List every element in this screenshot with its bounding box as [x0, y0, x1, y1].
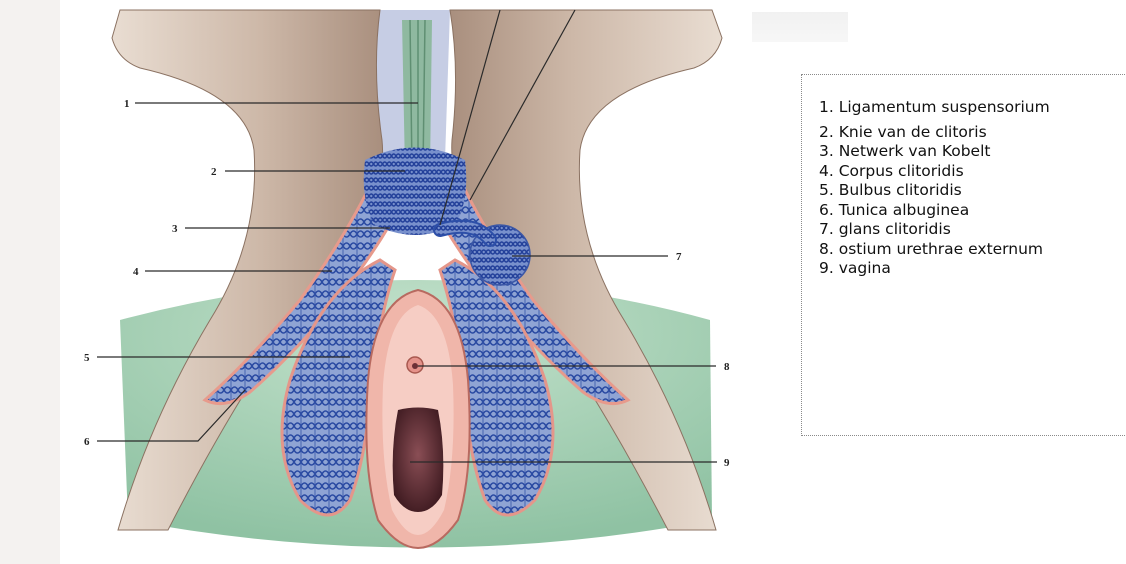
- left-edge-shade: [0, 0, 60, 564]
- legend-box: 1. Ligamentum suspensorium 2. Knie van d…: [801, 74, 1126, 436]
- callout-1: 1: [124, 98, 130, 110]
- callout-8: 8: [724, 361, 730, 373]
- ligamentum-suspensorium: [402, 20, 432, 170]
- callout-4: 4: [133, 266, 139, 278]
- legend-list: 1. Ligamentum suspensorium 2. Knie van d…: [819, 98, 1050, 279]
- callout-6: 6: [84, 436, 90, 448]
- legend-item: 2. Knie van de clitoris: [819, 123, 1050, 143]
- vagina-opening: [393, 408, 444, 513]
- callout-9: 9: [724, 457, 730, 469]
- callout-5: 5: [84, 352, 90, 364]
- legend-item: 6. Tunica albuginea: [819, 201, 1050, 221]
- callout-2: 2: [211, 166, 217, 178]
- legend-item: 3. Netwerk van Kobelt: [819, 142, 1050, 162]
- legend-item: 5. Bulbus clitoridis: [819, 181, 1050, 201]
- callout-7: 7: [676, 251, 682, 263]
- legend-item: 8. ostium urethrae externum: [819, 240, 1050, 260]
- legend-item: 9. vagina: [819, 259, 1050, 279]
- callout-3: 3: [172, 223, 178, 235]
- legend-item: 1. Ligamentum suspensorium: [819, 98, 1050, 118]
- legend-item: 4. Corpus clitoridis: [819, 162, 1050, 182]
- legend-item: 7. glans clitoridis: [819, 220, 1050, 240]
